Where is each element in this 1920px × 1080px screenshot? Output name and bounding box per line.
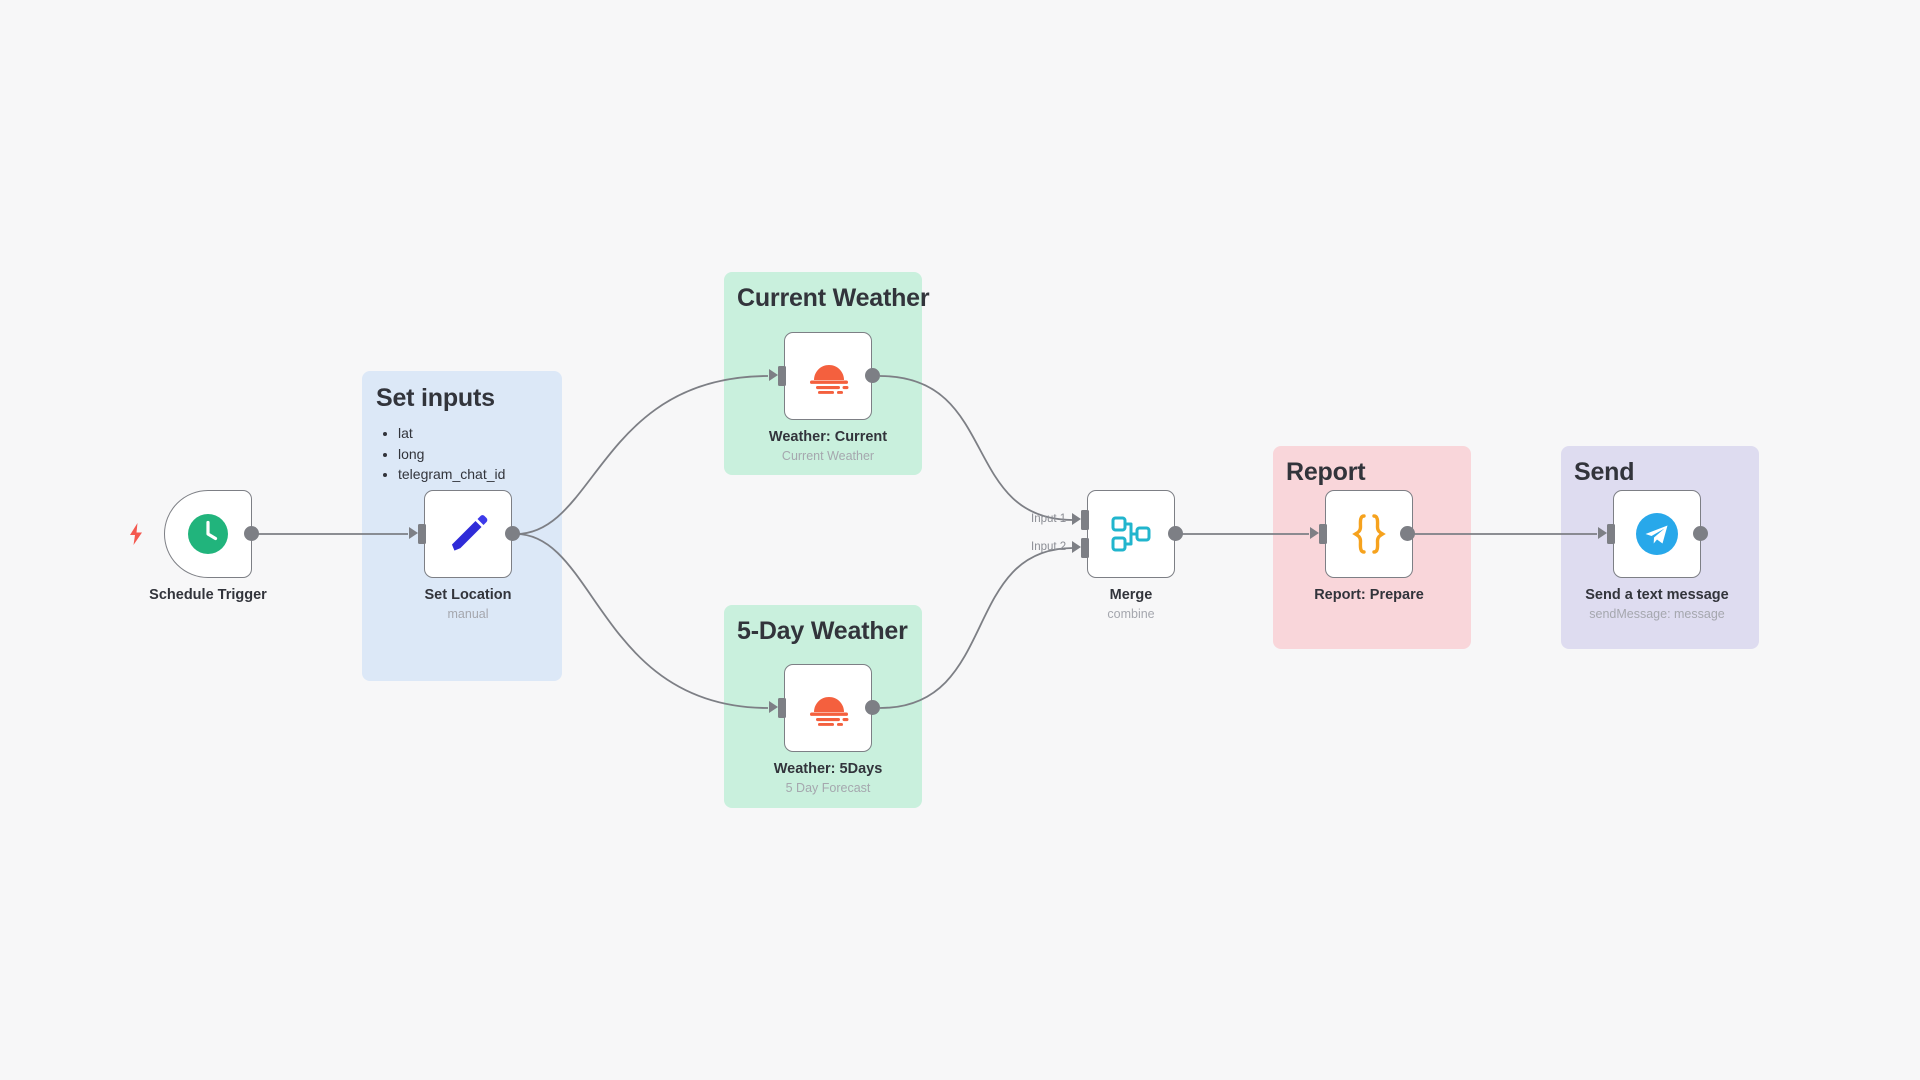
output-port-weather-5days[interactable] (865, 700, 880, 715)
node-report-prepare[interactable]: Report: Prepare (1314, 490, 1424, 603)
merge-icon (1109, 512, 1153, 556)
telegram-icon (1634, 511, 1680, 557)
output-port-send[interactable] (1693, 526, 1708, 541)
node-set-location[interactable]: Set Location manual (424, 490, 512, 621)
input-port-report[interactable] (1319, 524, 1327, 544)
node-subtitle: combine (1107, 607, 1155, 621)
node-weather-current[interactable]: Weather: Current Current Weather (769, 332, 887, 463)
node-subtitle: Current Weather (781, 449, 875, 463)
output-port-merge[interactable] (1168, 526, 1183, 541)
node-send-text-message[interactable]: Send a text message sendMessage: message (1585, 490, 1729, 621)
node-subtitle: manual (447, 607, 489, 621)
output-port-schedule-trigger[interactable] (244, 526, 259, 541)
sticky-note-list: lat long telegram_chat_id (376, 423, 505, 485)
openweathermap-icon (804, 686, 852, 730)
node-label: Weather: 5Days (773, 761, 883, 777)
input-arrow-set-location (409, 527, 418, 539)
list-item: telegram_chat_id (398, 464, 505, 484)
node-subtitle: 5 Day Forecast (785, 781, 871, 795)
sticky-note-title: Set inputs (376, 384, 495, 412)
node-label: Merge (1109, 587, 1153, 603)
node-label: Schedule Trigger (149, 587, 267, 603)
node-label: Report: Prepare (1314, 587, 1424, 603)
input-port-weather-current[interactable] (778, 366, 786, 386)
node-weather-5days[interactable]: Weather: 5Days 5 Day Forecast (774, 664, 882, 795)
input-arrow-report (1310, 527, 1319, 539)
input-port-send[interactable] (1607, 524, 1615, 544)
trigger-bolt-icon (128, 523, 144, 545)
input-port-merge-2[interactable] (1081, 538, 1089, 558)
sticky-note-title: 5-Day Weather (737, 617, 908, 645)
pencil-icon (445, 511, 491, 557)
merge-input-2-label: Input 2 (1031, 541, 1067, 553)
input-port-set-location[interactable] (418, 524, 426, 544)
node-subtitle: sendMessage: message (1589, 607, 1725, 621)
list-item: lat (398, 423, 505, 443)
merge-input-1-label: Input 1 (1031, 513, 1067, 525)
node-schedule-trigger[interactable]: Schedule Trigger (149, 490, 267, 603)
sticky-note-title: Current Weather (737, 284, 930, 312)
output-port-report[interactable] (1400, 526, 1415, 541)
node-label: Weather: Current (768, 429, 888, 445)
openweathermap-icon (804, 354, 852, 398)
list-item: long (398, 444, 505, 464)
input-port-weather-5days[interactable] (778, 698, 786, 718)
output-port-set-location[interactable] (505, 526, 520, 541)
input-arrow-merge-1 (1072, 513, 1081, 525)
sticky-note-title: Send (1574, 458, 1635, 486)
sticky-note-title: Report (1286, 458, 1366, 486)
node-label: Send a text message (1585, 587, 1729, 603)
node-merge[interactable]: Merge combine (1087, 490, 1175, 621)
input-arrow-merge-2 (1072, 541, 1081, 553)
node-label: Set Location (424, 587, 512, 603)
clock-icon (186, 512, 230, 556)
code-braces-icon (1347, 511, 1391, 557)
input-port-merge-1[interactable] (1081, 510, 1089, 530)
input-arrow-weather-current (769, 369, 778, 381)
output-port-weather-current[interactable] (865, 368, 880, 383)
input-arrow-weather-5days (769, 701, 778, 713)
input-arrow-send (1598, 527, 1607, 539)
